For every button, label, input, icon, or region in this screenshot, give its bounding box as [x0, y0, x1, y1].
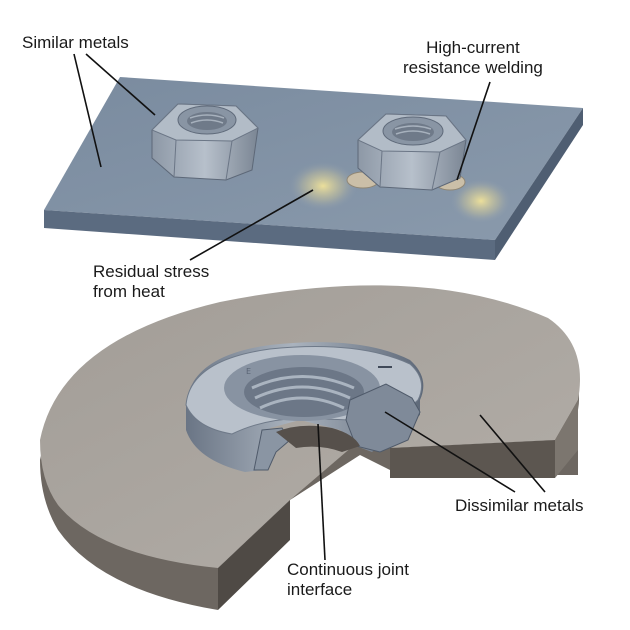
svg-text:E: E — [246, 367, 251, 376]
label-dissimilar-metals: Dissimilar metals — [455, 496, 583, 516]
hex-nut-right — [357, 113, 467, 191]
leader-dissimilar-to-disc — [479, 414, 546, 493]
label-similar-metals: Similar metals — [22, 33, 129, 53]
leader-similar-to-nut — [85, 53, 156, 116]
plate-front-edge — [44, 210, 495, 260]
label-continuous-joint: Continuous joint interface — [287, 560, 409, 600]
label-residual-line1: Residual stress — [93, 262, 210, 281]
label-high-current-line1: High-current — [426, 38, 520, 57]
label-high-current-welding: High-current resistance welding — [403, 38, 543, 78]
label-continuous-line1: Continuous joint — [287, 560, 409, 579]
leader-lines — [73, 53, 546, 561]
hex-nut-left — [151, 103, 259, 181]
disc-outer-right-face — [555, 400, 578, 478]
label-continuous-line2: interface — [287, 580, 353, 599]
label-residual-line2: from heat — [93, 282, 165, 301]
leader-continuous — [317, 423, 326, 561]
leader-residual — [189, 189, 314, 261]
plate-assembly — [44, 77, 583, 260]
disc-assembly: E — [40, 285, 580, 610]
leader-similar-to-plate — [73, 53, 102, 168]
heat-glow-left — [289, 162, 357, 210]
label-dissimilar-metals-text: Dissimilar metals — [455, 496, 584, 515]
disc-cut-face-right — [390, 440, 555, 478]
disc-cut-face-left — [218, 500, 290, 610]
heat-glow-right — [451, 179, 511, 223]
clinch-nut: E — [185, 342, 424, 472]
label-similar-metals-text: Similar metals — [22, 33, 129, 52]
label-high-current-line2: resistance welding — [403, 58, 543, 77]
leader-dissimilar-to-nut — [384, 411, 516, 493]
label-residual-stress: Residual stress from heat — [93, 262, 209, 302]
plate-right-edge — [495, 108, 583, 260]
leader-high-current — [456, 81, 491, 181]
